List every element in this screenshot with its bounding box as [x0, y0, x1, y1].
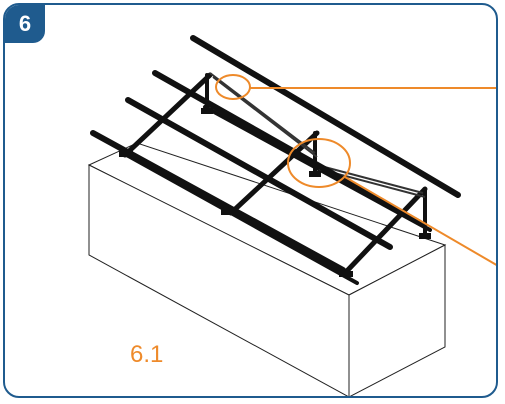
step-frame: 6 6.1	[3, 3, 498, 398]
block-front-face	[88, 164, 350, 396]
foot-2	[221, 209, 235, 215]
module-rail-1	[190, 35, 461, 198]
module-rails	[90, 35, 461, 273]
foot-6	[419, 233, 431, 239]
sub-step-label: 6.1	[130, 341, 164, 368]
callout-circle-icon	[287, 138, 351, 188]
rafter-3	[342, 186, 428, 276]
support-feet	[119, 108, 431, 277]
base-beam-left	[121, 151, 359, 285]
module-rail-4	[90, 130, 346, 273]
module-rail-3	[125, 97, 393, 250]
foot-1	[119, 151, 133, 157]
rafter-1	[122, 72, 213, 158]
foot-3	[339, 271, 353, 277]
foot-4	[201, 108, 213, 114]
callout-circle-icon	[215, 74, 251, 100]
foot-5	[309, 171, 321, 177]
callout-leader-2	[344, 176, 496, 266]
mounting-structure-diagram	[87, 35, 496, 396]
detail-callouts	[215, 74, 496, 266]
step-number-badge: 6	[5, 5, 45, 43]
brace-b	[316, 164, 424, 194]
brace-a	[209, 72, 316, 154]
module-rail-2	[152, 70, 423, 226]
block-side-face	[348, 244, 446, 396]
